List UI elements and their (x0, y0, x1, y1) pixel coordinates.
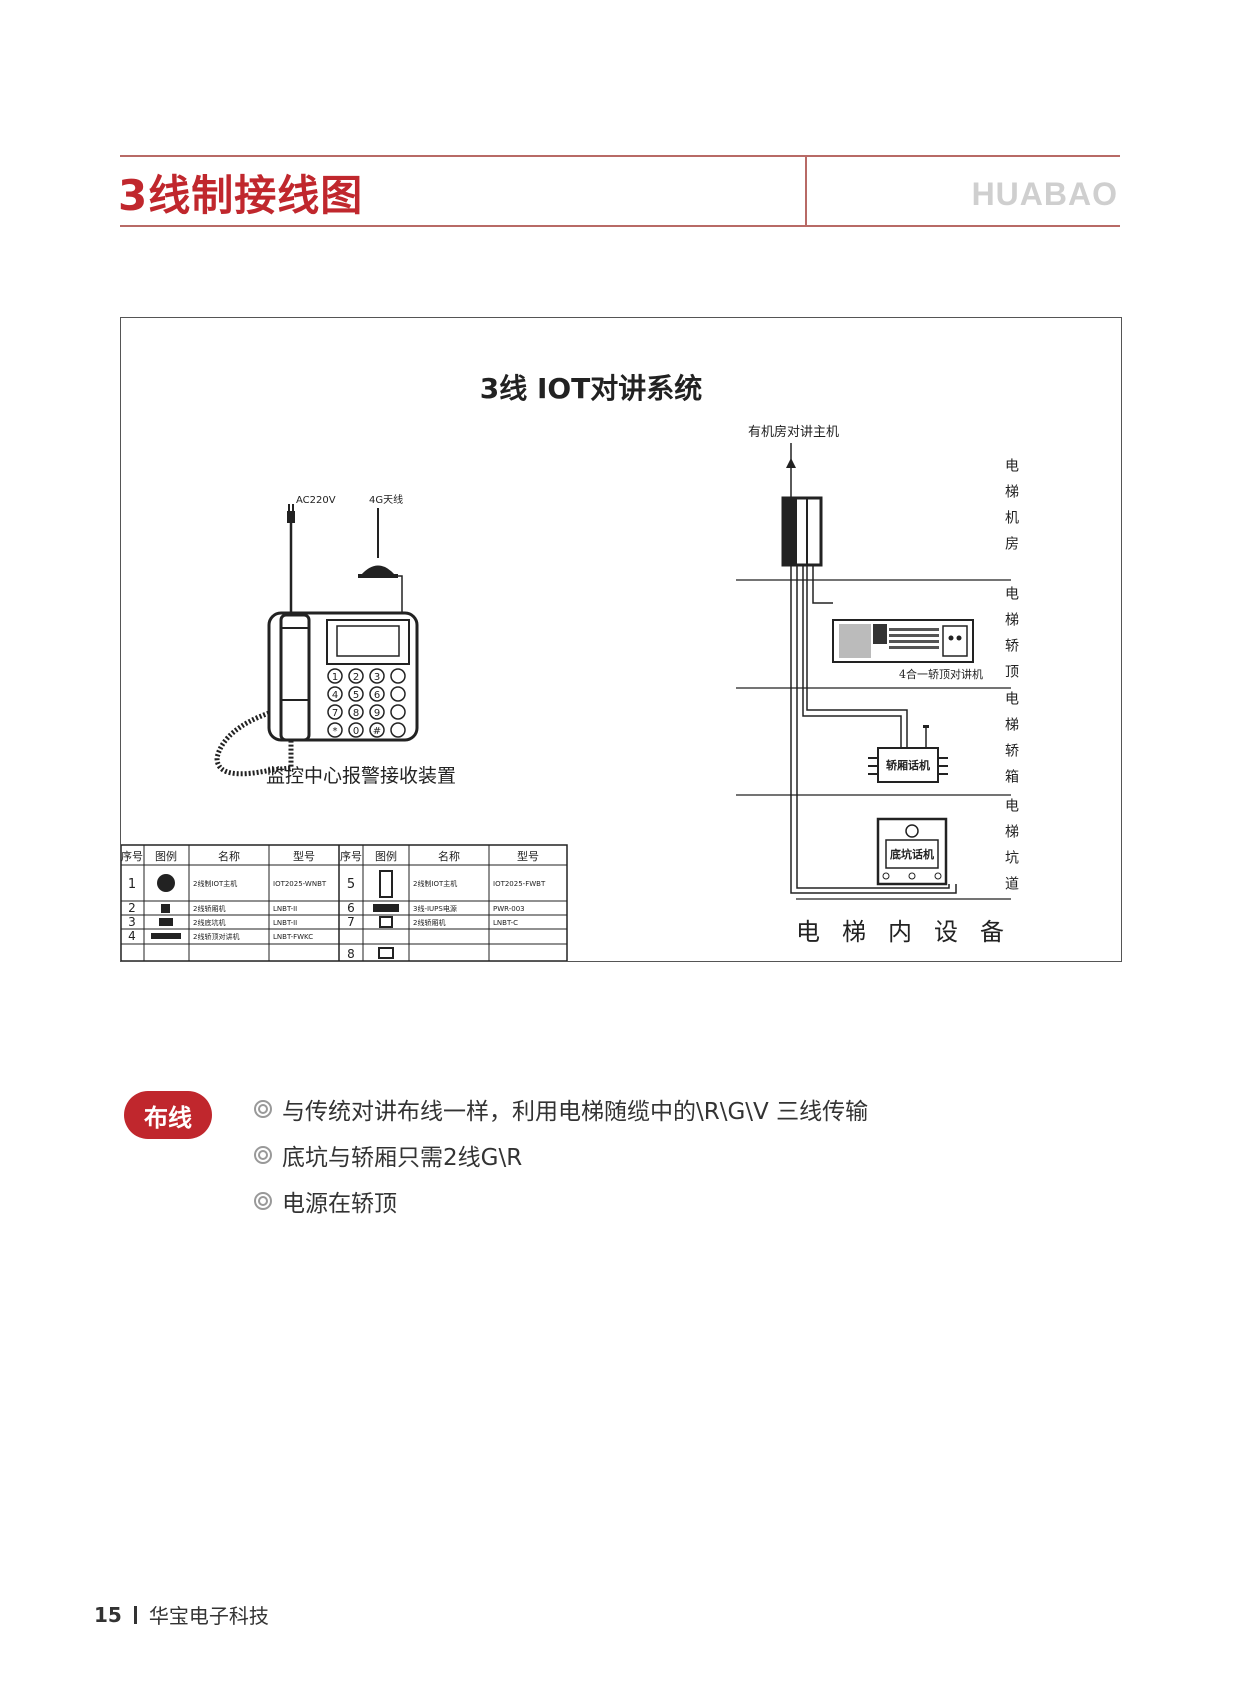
page-footer: 15 华宝电子科技 (94, 1600, 269, 1629)
ring-bullet-icon (254, 1146, 272, 1164)
key-3: 3 (374, 672, 380, 683)
host-label: 有机房对讲主机 (748, 424, 839, 440)
table-row-4-no-2: 8 (347, 947, 355, 961)
diagram-title: 3线 IOT对讲系统 (480, 372, 703, 405)
legend-misc-icon (378, 947, 394, 959)
table-row-3-no-2: 7 (347, 915, 355, 929)
key-star: * (333, 726, 338, 737)
legend-pit-icon (159, 918, 173, 926)
table-row-2-model: LNBT-II (273, 905, 297, 913)
key-0: 0 (353, 726, 359, 737)
note-text: 底坑与轿厢只需2线G\R (282, 1145, 523, 1171)
alarm-console-phone (267, 611, 419, 742)
page-title: 3线制接线图 (118, 171, 364, 220)
roof-intercom-unit (832, 619, 974, 663)
table-row-1-model-2: IOT2025-FWBT (493, 880, 546, 888)
table-row-3-model: LNBT-II (273, 919, 297, 927)
table-row-3-name: 2线底坑机 (193, 918, 225, 927)
key-6: 6 (374, 690, 380, 701)
table-row-3-name-2: 2线轿厢机 (413, 918, 445, 927)
legend-ups-icon (373, 904, 399, 912)
header-top-rule (120, 155, 1120, 157)
wiring-tag: 布线 (124, 1091, 212, 1139)
key-5: 5 (353, 690, 359, 701)
table-row-3-model-2: LNBT-C (493, 919, 518, 927)
table-row-2-name: 2线轿厢机 (193, 904, 225, 913)
table-header-model-2: 型号 (517, 849, 539, 863)
table-row-4-no: 4 (128, 929, 136, 943)
key-hash: # (373, 726, 381, 737)
table-header-name-2: 名称 (438, 849, 460, 863)
table-row-1-model: IOT2025-WNBT (273, 880, 327, 888)
table-row-3-no: 3 (128, 915, 136, 929)
header-divider (805, 155, 807, 227)
antenna-icon (358, 508, 403, 613)
wiring-diagram-svg: 3线 IOT对讲系统 AC220V 4G天线 1 (121, 372, 1026, 961)
table-row-4-name: 2线轿顶对讲机 (193, 932, 239, 941)
legend-table: 序号 图例 名称 型号 序号 图例 名称 型号 1 2线制IOT主机 IOT20… (121, 844, 568, 961)
ring-bullet-icon (254, 1192, 272, 1210)
pit-intercom-unit (876, 817, 948, 886)
keypad: 1 2 3 4 5 6 7 8 9 * 0 # (327, 668, 406, 738)
brand-logo-text: HUABAO (971, 176, 1118, 212)
intercom-host-unit (781, 496, 823, 567)
zone-car: 电梯轿箱 (1003, 691, 1019, 795)
table-header-no-2: 序号 (340, 849, 362, 863)
roof-unit-label: 4合一轿顶对讲机 (899, 667, 983, 681)
header-bottom-rule (120, 225, 1120, 227)
car-intercom-unit (868, 725, 948, 783)
legend-car-icon (161, 904, 170, 913)
legend-host-unit-icon (379, 870, 393, 898)
table-header-no: 序号 (121, 849, 143, 863)
zone-pit: 电梯坑道 (1003, 798, 1019, 902)
key-7: 7 (332, 708, 338, 719)
table-row-2-no-2: 6 (347, 901, 355, 915)
table-row-1-name-2: 2线制IOT主机 (413, 879, 457, 888)
table-row-4-model: LNBT-FWKC (273, 933, 313, 941)
key-4: 4 (332, 690, 338, 701)
equipment-caption: 电梯内设备 (796, 918, 1026, 946)
ring-bullet-icon (254, 1100, 272, 1118)
table-row-1-name: 2线制IOT主机 (193, 879, 237, 888)
wiring-diagram: 3线 IOT对讲系统 AC220V 4G天线 1 (120, 317, 1122, 962)
power-label: AC220V (296, 495, 336, 506)
legend-car-phone-icon (379, 916, 393, 928)
table-header-name: 名称 (218, 849, 240, 863)
zone-machine-room: 电梯机房 (1003, 458, 1019, 562)
key-1: 1 (332, 672, 338, 683)
page-number: 15 (94, 1602, 122, 1627)
table-row-2-no: 2 (128, 901, 136, 915)
note-item: 底坑与轿厢只需2线G\R (254, 1132, 868, 1178)
note-item: 与传统对讲布线一样，利用电梯随缆中的\R\G\V 三线传输 (254, 1086, 868, 1132)
table-row-2-model-2: PWR-003 (493, 905, 525, 913)
key-2: 2 (353, 672, 359, 683)
legend-host-icon (157, 874, 175, 892)
footer-separator (133, 1605, 137, 1624)
table-header-icon-2: 图例 (375, 849, 397, 863)
power-plug-icon (287, 504, 295, 523)
note-text: 与传统对讲布线一样，利用电梯随缆中的\R\G\V 三线传输 (282, 1099, 869, 1125)
note-text: 电源在轿顶 (282, 1191, 397, 1217)
key-8: 8 (353, 708, 359, 719)
table-row-1-no: 1 (128, 877, 136, 892)
table-row-1-no-2: 5 (347, 877, 355, 892)
legend-roof-icon (151, 933, 181, 939)
footer-company: 华宝电子科技 (148, 1604, 269, 1628)
antenna-label: 4G天线 (369, 493, 403, 506)
table-header-model: 型号 (293, 849, 315, 863)
wiring-notes: 与传统对讲布线一样，利用电梯随缆中的\R\G\V 三线传输 底坑与轿厢只需2线G… (254, 1086, 868, 1224)
car-unit-label: 轿厢话机 (886, 758, 930, 772)
table-header-icon: 图例 (155, 849, 177, 863)
pit-unit-label: 底坑话机 (890, 847, 934, 861)
table-row-2-name-2: 3线-IUPS电源 (413, 904, 457, 913)
key-9: 9 (374, 708, 380, 719)
note-item: 电源在轿顶 (254, 1178, 868, 1224)
console-label: 监控中心报警接收装置 (266, 765, 456, 787)
zone-car-top: 电梯轿顶 (1003, 586, 1019, 690)
